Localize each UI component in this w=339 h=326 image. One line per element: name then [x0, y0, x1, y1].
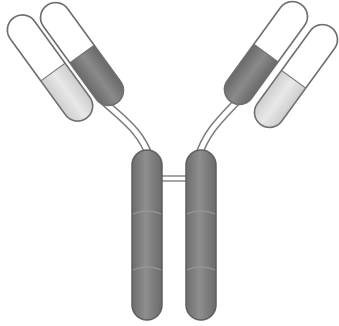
disulfide-bridge: [160, 176, 188, 181]
hinge-connectors: [98, 92, 246, 158]
heavy-chain-left-stem: [132, 150, 162, 320]
heavy-chain-right-stem: [186, 150, 216, 320]
